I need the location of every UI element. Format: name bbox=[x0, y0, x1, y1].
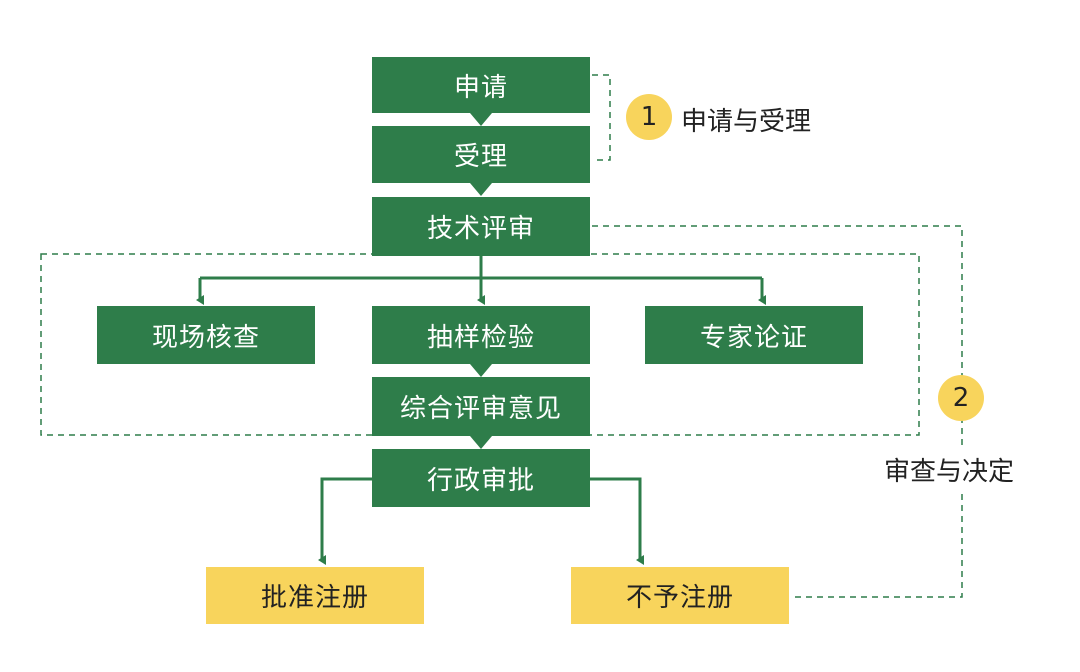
connector-triangle bbox=[470, 113, 492, 126]
arrow-to-reject bbox=[590, 477, 644, 565]
phase-1-bracket bbox=[592, 74, 611, 161]
phase-2-bracket bbox=[592, 225, 963, 598]
connector-triangle bbox=[470, 183, 492, 196]
node-reject: 不予注册 bbox=[571, 567, 789, 624]
node-accept: 受理 bbox=[372, 126, 590, 183]
node-sample-test: 抽样检验 bbox=[372, 306, 590, 364]
phase-2-label: 审查与决定 bbox=[884, 449, 1015, 490]
node-overall-opinion: 综合评审意见 bbox=[372, 377, 590, 436]
phase-1-badge: 1 bbox=[626, 94, 672, 140]
connector-triangle bbox=[470, 436, 492, 449]
connector-triangle bbox=[470, 364, 492, 377]
phase-2-badge: 2 bbox=[938, 375, 984, 421]
arrow-to-approve bbox=[318, 477, 372, 565]
node-approve: 批准注册 bbox=[206, 567, 424, 624]
node-apply: 申请 bbox=[372, 57, 590, 113]
node-admin-approval: 行政审批 bbox=[372, 449, 590, 507]
phase-1-label: 申请与受理 bbox=[681, 107, 812, 137]
node-tech-review: 技术评审 bbox=[372, 197, 590, 256]
node-expert-review: 专家论证 bbox=[645, 306, 863, 364]
node-site-check: 现场核查 bbox=[97, 306, 315, 364]
